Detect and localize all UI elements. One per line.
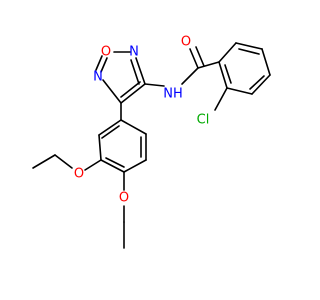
ethoxy-groups [32,154,125,249]
atom-amide-oxygen: O [181,35,191,50]
bond-ar1-2-double [238,48,260,55]
bond-ch2-ch3-1 [32,154,56,169]
oxadiazole-ring [95,51,146,104]
amide-group [144,46,220,87]
bond-ar1-6 [218,61,228,89]
bond-ar2-4 [123,159,147,173]
bond-ar2-2 [98,134,102,161]
bond-n-top-c-double [130,59,140,85]
bond-ar1-1 [218,42,237,63]
bond-c-c-ring-1 [120,83,146,104]
bond-ar1-6-double [224,64,232,84]
bond-nh-carbonyl [181,67,199,85]
bond-ar2-3-double [105,157,125,168]
atom-chlorine: Cl [197,113,210,128]
bond-n-top-c [135,57,146,85]
atom-ether-oxygen-1: O [74,167,84,182]
bond-ar2-1-double [101,125,120,139]
bond-n-left-o [100,57,108,73]
bond-ar1-3 [261,48,271,76]
bond-carbonyl-o-double [195,46,205,67]
bond-ar1-4-double [249,75,265,90]
molecule-canvas: O NH O N N Cl O O [32,35,271,249]
atom-labels: O NH O N N Cl O O [74,35,209,206]
bond-ar1-5 [226,87,253,95]
bond-ar2-3 [100,159,125,173]
bond-ring-c-nh [144,83,165,87]
bond-c-c-ring-2 [120,81,141,98]
bond-ar2-1 [98,119,122,136]
bond-carbonyl-o [189,48,199,69]
atom-ring-oxygen: O [101,45,111,60]
bond-c-n-left [102,79,122,104]
atom-ether-oxygen-2: O [119,191,129,206]
bond-ar2-6 [120,119,147,135]
bond-ar1-2 [235,42,263,50]
atom-ring-n-top: N [129,45,139,60]
bond-o1-ch2 [54,154,73,169]
bond-ar1-4 [251,74,271,95]
atom-ring-n-left: N [93,70,103,85]
molecule-structure: O NH O N N Cl O O [32,35,271,249]
chlorophenyl-ring [214,42,271,111]
diethoxyphenyl-ring [98,102,147,173]
bond-ar2-o1 [84,159,102,171]
bond-carbonyl-aryl [197,61,220,69]
bond-ar1-cl [214,87,228,111]
bond-n-left-o-double [95,55,103,71]
atom-amide-nh: NH [163,87,183,102]
